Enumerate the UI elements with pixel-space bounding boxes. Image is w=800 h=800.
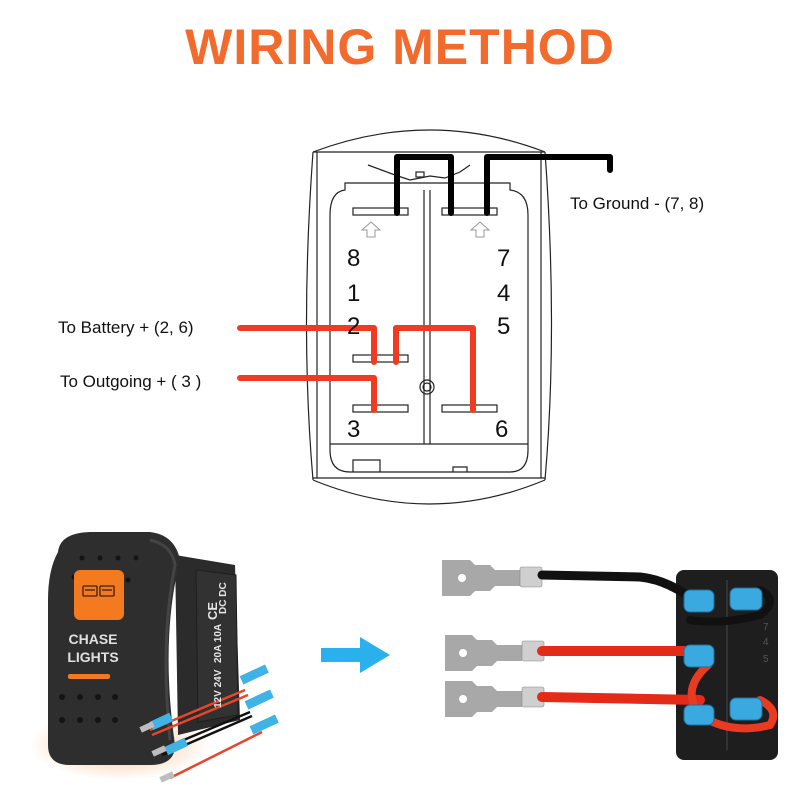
center-screw-inner [422, 382, 432, 392]
lamp-window [74, 570, 124, 620]
terminal-2 [352, 354, 409, 363]
battery-jumper-wire [393, 325, 476, 413]
crimp-ferrules [519, 566, 545, 708]
back-pin-5: 5 [763, 654, 769, 665]
harness-connectors [149, 664, 279, 756]
housing-right-side [544, 151, 553, 481]
ground-wire [484, 154, 613, 216]
outgoing-wire [237, 375, 377, 413]
spade-terminals [442, 560, 522, 717]
terminal-7 [441, 207, 498, 216]
black-jumper-loop [686, 586, 774, 626]
back-pin-4: 4 [763, 637, 769, 648]
bottom-notch-left [352, 459, 381, 472]
battery-label: To Battery + (2, 6) [58, 318, 194, 337]
housing-bottom-arc [312, 479, 546, 505]
outgoing-label: To Outgoing + ( 3 ) [60, 372, 202, 391]
terminal-6 [441, 404, 498, 413]
pin-label-3: 3 [347, 416, 361, 443]
pin-label-4: 4 [497, 280, 511, 307]
inner-chamber [329, 182, 529, 473]
lamp-arrow-left-icon [360, 221, 382, 238]
ground-label: To Ground - (7, 8) [570, 194, 705, 213]
page-title: WIRING METHOD [185, 19, 615, 75]
battery-wire [237, 325, 377, 365]
back-pin-7: 7 [763, 622, 769, 633]
indicator-bar [68, 674, 110, 679]
center-screw [419, 379, 435, 395]
lamp-arrow-right-icon [469, 221, 491, 238]
housing-left-side [305, 151, 314, 481]
red-outgoing-wire [537, 692, 705, 705]
red-jumper-loop [687, 661, 778, 733]
pin-label-2: 2 [347, 313, 361, 340]
pin-label-8: 8 [347, 245, 361, 272]
pin-label-1: 1 [347, 280, 361, 307]
bottom-notch-right [452, 466, 468, 472]
terminal-8 [352, 207, 409, 216]
pin-label-5: 5 [497, 313, 511, 340]
switch-label-line2: LIGHTS [67, 649, 119, 665]
switch-label-line1: CHASE [68, 631, 118, 647]
pin-label-6: 6 [495, 416, 509, 443]
blue-female-connectors [683, 587, 763, 726]
pin-label-7: 7 [497, 245, 511, 272]
chase-lights-icon [82, 585, 115, 597]
rocker-dots-bottom [59, 694, 118, 723]
ground-jumper-wire [394, 154, 454, 216]
harness-spade-terminals [139, 721, 175, 783]
rocker-edge-highlight [149, 538, 177, 741]
rocker-pivot [415, 171, 425, 178]
housing-top-arc [312, 129, 546, 153]
switch-side-panel [195, 569, 239, 723]
terminal-3 [352, 404, 409, 413]
